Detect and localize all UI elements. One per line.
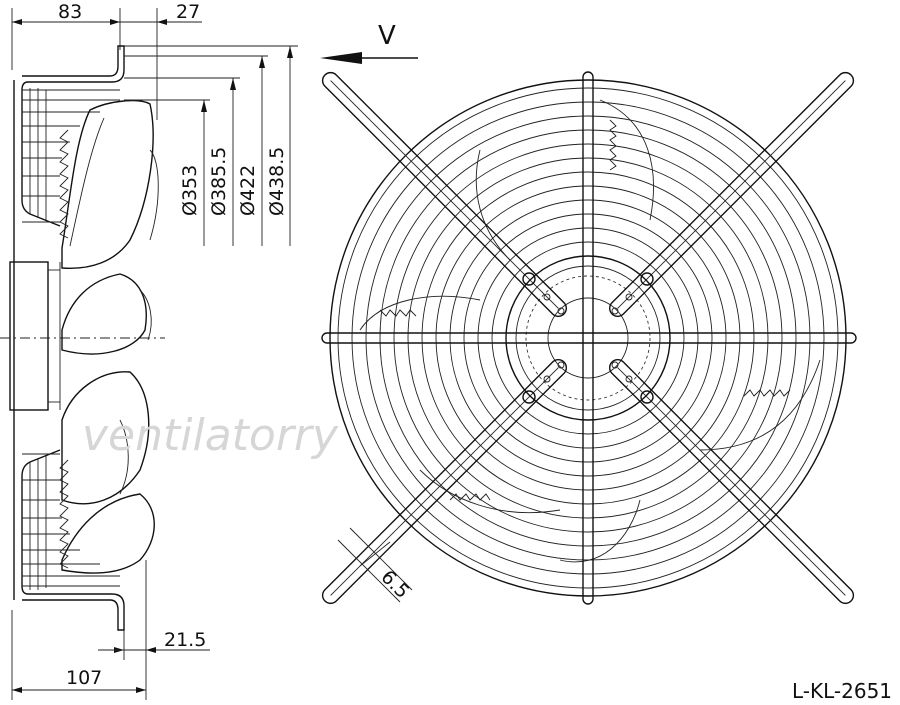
guard-rings: [329, 79, 847, 597]
arm-bolts: [522, 272, 654, 404]
motor-housing: [9, 261, 49, 411]
blade-profiles: [61, 99, 159, 574]
side-view: 83 27: [0, 1, 298, 700]
dim-83: 83: [58, 1, 82, 23]
view-arrow: V: [320, 21, 418, 64]
mounting-arms: [321, 71, 855, 605]
dim-107: 107: [66, 667, 102, 689]
dim-dia-385: Ø385.5: [208, 147, 230, 216]
watermark: ventilatorry: [82, 410, 339, 461]
dim-dia-422: Ø422: [237, 165, 259, 216]
front-view: 6.5: [321, 71, 857, 605]
dim-6-5: 6.5: [376, 566, 413, 603]
view-label: V: [378, 21, 396, 51]
dim-dia-353: Ø353: [179, 165, 201, 216]
dim-21-5: 21.5: [164, 629, 206, 651]
dim-dia-438: Ø438.5: [266, 147, 288, 216]
guard-struts: [321, 71, 857, 605]
drawing-code: L-KL-2651: [792, 679, 892, 703]
guard-wires-top: [22, 88, 120, 223]
blade-swirls: [359, 99, 821, 563]
hub-holes: [543, 293, 633, 383]
dim-27: 27: [176, 1, 200, 23]
guard-wires-bottom: [22, 453, 120, 590]
